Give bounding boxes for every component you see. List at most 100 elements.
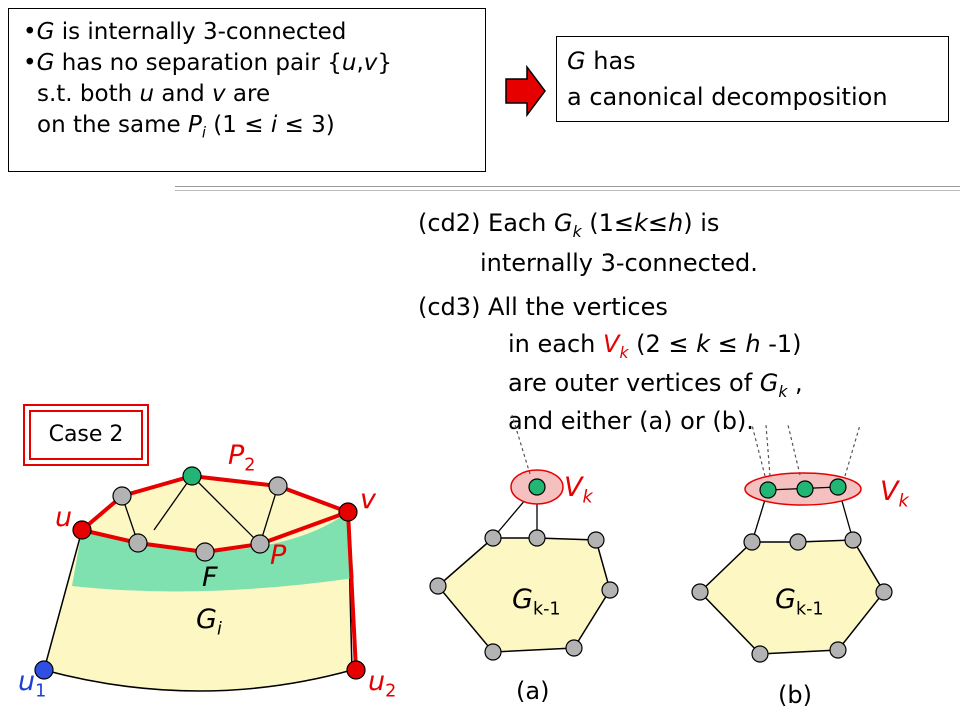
vertex-green xyxy=(759,481,777,499)
graph-a-vk-main: V xyxy=(564,472,583,503)
graph-b-gk1-sub: k-1 xyxy=(795,599,824,620)
text: ≤ xyxy=(710,330,746,358)
dashed-pointer xyxy=(844,424,861,477)
graph-a-gk1-main: G xyxy=(512,584,533,615)
text: has xyxy=(585,47,636,75)
label-gi: Gi xyxy=(196,604,222,639)
vertex xyxy=(268,476,288,496)
graph-a-label-vk: Vk xyxy=(564,472,593,507)
label-u2-main: u xyxy=(368,666,386,697)
graph-a-label-gk1: Gk-1 xyxy=(512,584,561,619)
graph-a-face xyxy=(436,537,611,653)
subscript-i: i xyxy=(201,123,206,142)
vertex xyxy=(751,645,769,663)
graph-b-face xyxy=(698,539,885,655)
text: s.t. both xyxy=(37,81,140,107)
text: are xyxy=(225,81,271,107)
graph-b-vk-sub: k xyxy=(898,491,909,512)
text: (2 ≤ xyxy=(628,330,697,358)
label-v: v xyxy=(360,484,376,515)
edge xyxy=(153,475,193,531)
label-p2-main: P xyxy=(228,440,245,471)
divider xyxy=(175,186,960,187)
text: (1 ≤ xyxy=(206,112,271,138)
graph-b-vk-main: V xyxy=(880,476,899,507)
text: on the same xyxy=(37,112,188,138)
var-g: G xyxy=(759,369,779,397)
vertex xyxy=(829,641,847,659)
cd3-line-3: are outer vertices of Gk , xyxy=(508,364,803,411)
dashed-pointer xyxy=(511,414,531,475)
condition-line-3: s.t. both u and v are xyxy=(23,79,485,110)
result-box: G has a canonical decomposition xyxy=(556,36,949,122)
dashed-pointer xyxy=(765,424,771,477)
condition-box: •G is internally 3-connected •G has no s… xyxy=(8,8,486,172)
graph-a-vk-sub: k xyxy=(582,487,593,508)
cd2-line-2: internally 3-connected. xyxy=(480,249,758,277)
divider-shadow xyxy=(175,190,960,191)
vertex xyxy=(484,643,502,661)
vertex xyxy=(128,533,148,553)
label-gi-sub: i xyxy=(216,619,222,640)
graph-b-caption: (b) xyxy=(778,681,812,709)
var-k: k xyxy=(633,209,648,237)
text: in each xyxy=(508,330,604,358)
subscript-k: k xyxy=(572,222,582,241)
var-h: h xyxy=(745,330,761,358)
dashed-pointer xyxy=(751,424,766,477)
vertex xyxy=(429,577,447,595)
label-p2-sub: 2 xyxy=(244,455,256,476)
label-u: u xyxy=(55,502,72,533)
graph-a-caption: (a) xyxy=(516,677,550,705)
label-u1: u1 xyxy=(18,666,46,701)
var-v: v xyxy=(363,50,378,76)
vertex-green xyxy=(829,478,847,496)
var-g: G xyxy=(36,19,55,45)
label-u-text: u xyxy=(55,502,73,533)
text: -1) xyxy=(760,330,802,358)
vertex xyxy=(528,529,546,547)
vertex xyxy=(844,531,862,549)
vertex xyxy=(743,533,761,551)
condition-no-separation-pair: •G has no separation pair {u,v} xyxy=(23,48,485,79)
vertex-u1 xyxy=(34,660,54,680)
vertex xyxy=(565,639,583,657)
label-f-text: F xyxy=(202,562,218,593)
var-u: u xyxy=(139,81,155,107)
vertex-u xyxy=(72,520,92,540)
path-right-side xyxy=(346,511,358,671)
var-p: P xyxy=(187,112,202,138)
var-i: i xyxy=(270,112,278,138)
text: ≤ xyxy=(647,209,668,237)
vertex-v xyxy=(338,502,358,522)
cd3-line-2: in each Vk (2 ≤ k ≤ h -1) xyxy=(508,325,802,372)
vertex-green xyxy=(796,480,814,498)
var-u: u xyxy=(341,50,357,76)
vertex xyxy=(250,534,270,554)
graph-a-gk1-sub: k-1 xyxy=(532,599,561,620)
label-u2-sub: 2 xyxy=(385,681,397,702)
region-upper xyxy=(82,476,348,552)
vertex xyxy=(587,531,605,549)
var-h: h xyxy=(668,209,684,237)
text: (cd2) Each xyxy=(418,209,554,237)
text: and xyxy=(154,81,212,107)
result-line-1: G has xyxy=(567,43,948,79)
bullet: • xyxy=(23,50,37,76)
case-box: Case 2 xyxy=(23,404,149,466)
text: } xyxy=(377,50,393,76)
var-v: V xyxy=(603,330,620,358)
text: has no separation pair { xyxy=(54,50,342,76)
vertex-green xyxy=(182,466,202,486)
vertex xyxy=(789,533,807,551)
text: is internally 3-connected xyxy=(54,19,347,45)
edge xyxy=(191,475,261,545)
implies-arrow-icon xyxy=(505,65,546,117)
bullet: • xyxy=(23,19,37,45)
label-u2: u2 xyxy=(368,666,396,701)
var-g: G xyxy=(567,47,586,75)
graph-b-gk1-main: G xyxy=(775,584,796,615)
text: , xyxy=(787,369,803,397)
text: are outer vertices of xyxy=(508,369,760,397)
